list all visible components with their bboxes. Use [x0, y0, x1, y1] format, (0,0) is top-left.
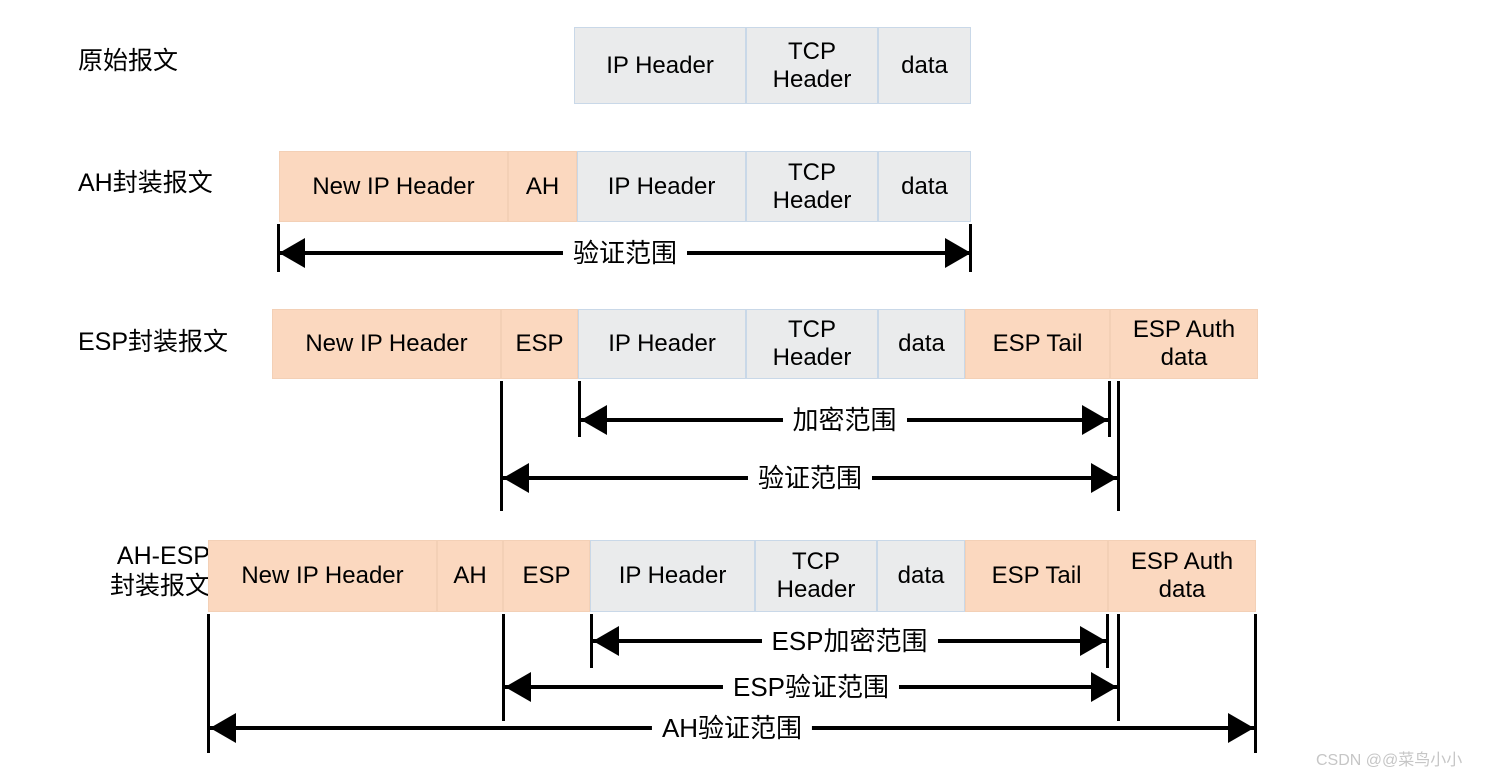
scope-tick-row4-esp-auth-left — [502, 614, 505, 721]
scope-caption: 验证范围 — [747, 463, 873, 493]
scope-arrow-row4-esp-auth: ESP验证范围 — [505, 672, 1117, 702]
scope-tick-row3-auth-right — [1117, 381, 1120, 511]
arrow-head-left-icon — [210, 713, 236, 743]
arrow-head-left-icon — [593, 626, 619, 656]
block-label: data — [898, 330, 945, 357]
block-row4-esp: ESP — [503, 540, 590, 612]
block-label: data — [901, 172, 948, 200]
block-label: IP Header — [608, 330, 716, 357]
scope-caption: ESP验证范围 — [722, 672, 900, 702]
scope-tick-row3-encrypt-left — [578, 381, 581, 437]
scope-tick-row2-left — [277, 224, 280, 272]
scope-arrow-row4-esp-encrypt: ESP加密范围 — [593, 626, 1106, 656]
scope-tick-row4-esp-encrypt-left — [590, 614, 593, 668]
arrow-head-right-icon — [945, 238, 971, 268]
row-label-esp-packet: ESP封装报文 — [78, 328, 229, 356]
scope-caption: AH验证范围 — [651, 713, 813, 743]
block-row2-tcp-header: TCP Header — [746, 151, 878, 222]
scope-tick-row3-auth-left — [500, 381, 503, 511]
block-row1-tcp-header: TCP Header — [746, 27, 878, 104]
block-row3-data: data — [878, 309, 965, 379]
watermark-text: CSDN @@菜鸟小小 — [1316, 752, 1463, 769]
block-label: data — [901, 51, 948, 79]
block-label: ESP — [522, 562, 571, 589]
block-row2-ip-header: IP Header — [577, 151, 746, 222]
arrow-head-right-icon — [1082, 405, 1108, 435]
block-row2-ah: AH — [508, 151, 577, 222]
block-label: data — [897, 562, 945, 589]
arrow-head-left-icon — [279, 238, 305, 268]
block-label: ESP Tail — [991, 562, 1082, 589]
arrow-head-right-icon — [1091, 463, 1117, 493]
arrow-head-right-icon — [1091, 672, 1117, 702]
block-label: AH — [453, 562, 487, 589]
block-label: ESP Auth data — [1132, 316, 1236, 371]
scope-tick-row4-ah-auth-left — [207, 614, 210, 753]
arrow-head-left-icon — [581, 405, 607, 435]
arrow-head-left-icon — [505, 672, 531, 702]
row-label-ah-esp-packet: AH-ESP 封装报文 — [109, 542, 210, 600]
block-row3-new-ip-header: New IP Header — [272, 309, 501, 379]
scope-arrow-row3-auth: 验证范围 — [503, 463, 1117, 493]
block-label: ESP — [515, 330, 564, 357]
block-label: IP Header — [606, 51, 714, 79]
block-label: AH — [525, 172, 560, 200]
arrow-head-right-icon — [1080, 626, 1106, 656]
block-label: New IP Header — [241, 562, 404, 589]
scope-arrow-row2-auth: 验证范围 — [279, 238, 971, 268]
block-label: TCP Header — [772, 158, 852, 214]
block-row1-data: data — [878, 27, 971, 104]
scope-tick-row4-ah-auth-right — [1254, 614, 1257, 753]
scope-caption: 加密范围 — [782, 405, 907, 435]
row-label-ah-packet: AH封装报文 — [78, 169, 213, 197]
row-label-original-packet: 原始报文 — [78, 47, 179, 75]
block-row4-new-ip-header: New IP Header — [208, 540, 437, 612]
block-label: TCP Header — [772, 37, 852, 93]
block-label: TCP Header — [776, 548, 856, 603]
block-row1-ip-header: IP Header — [574, 27, 746, 104]
block-label: ESP Auth data — [1130, 548, 1234, 603]
scope-tick-row4-esp-encrypt-right — [1106, 614, 1109, 668]
scope-arrow-row3-encrypt: 加密范围 — [581, 405, 1108, 435]
block-label: TCP Header — [772, 316, 852, 371]
block-row3-ip-header: IP Header — [578, 309, 746, 379]
arrow-head-right-icon — [1228, 713, 1254, 743]
block-label: New IP Header — [305, 330, 468, 357]
block-row2-data: data — [878, 151, 971, 222]
block-row3-esp: ESP — [501, 309, 578, 379]
scope-caption: ESP加密范围 — [761, 626, 938, 656]
block-label: IP Header — [618, 562, 727, 589]
block-row4-data: data — [877, 540, 965, 612]
block-row4-tcp-header: TCP Header — [755, 540, 877, 612]
block-label: New IP Header — [312, 172, 475, 200]
block-row2-new-ip-header: New IP Header — [279, 151, 508, 222]
arrow-head-left-icon — [503, 463, 529, 493]
block-row4-esp-tail: ESP Tail — [965, 540, 1108, 612]
block-row4-ip-header: IP Header — [590, 540, 755, 612]
block-row3-tcp-header: TCP Header — [746, 309, 878, 379]
block-row4-ah: AH — [437, 540, 503, 612]
block-label: ESP Tail — [992, 330, 1083, 357]
block-row3-esp-tail: ESP Tail — [965, 309, 1110, 379]
block-row3-esp-auth-data: ESP Auth data — [1110, 309, 1258, 379]
block-row4-esp-auth-data: ESP Auth data — [1108, 540, 1256, 612]
scope-arrow-row4-ah-auth: AH验证范围 — [210, 713, 1254, 743]
scope-caption: 验证范围 — [562, 238, 688, 268]
scope-tick-row4-esp-auth-right — [1117, 614, 1120, 721]
scope-tick-row3-encrypt-right — [1108, 381, 1111, 437]
block-label: IP Header — [607, 172, 716, 200]
